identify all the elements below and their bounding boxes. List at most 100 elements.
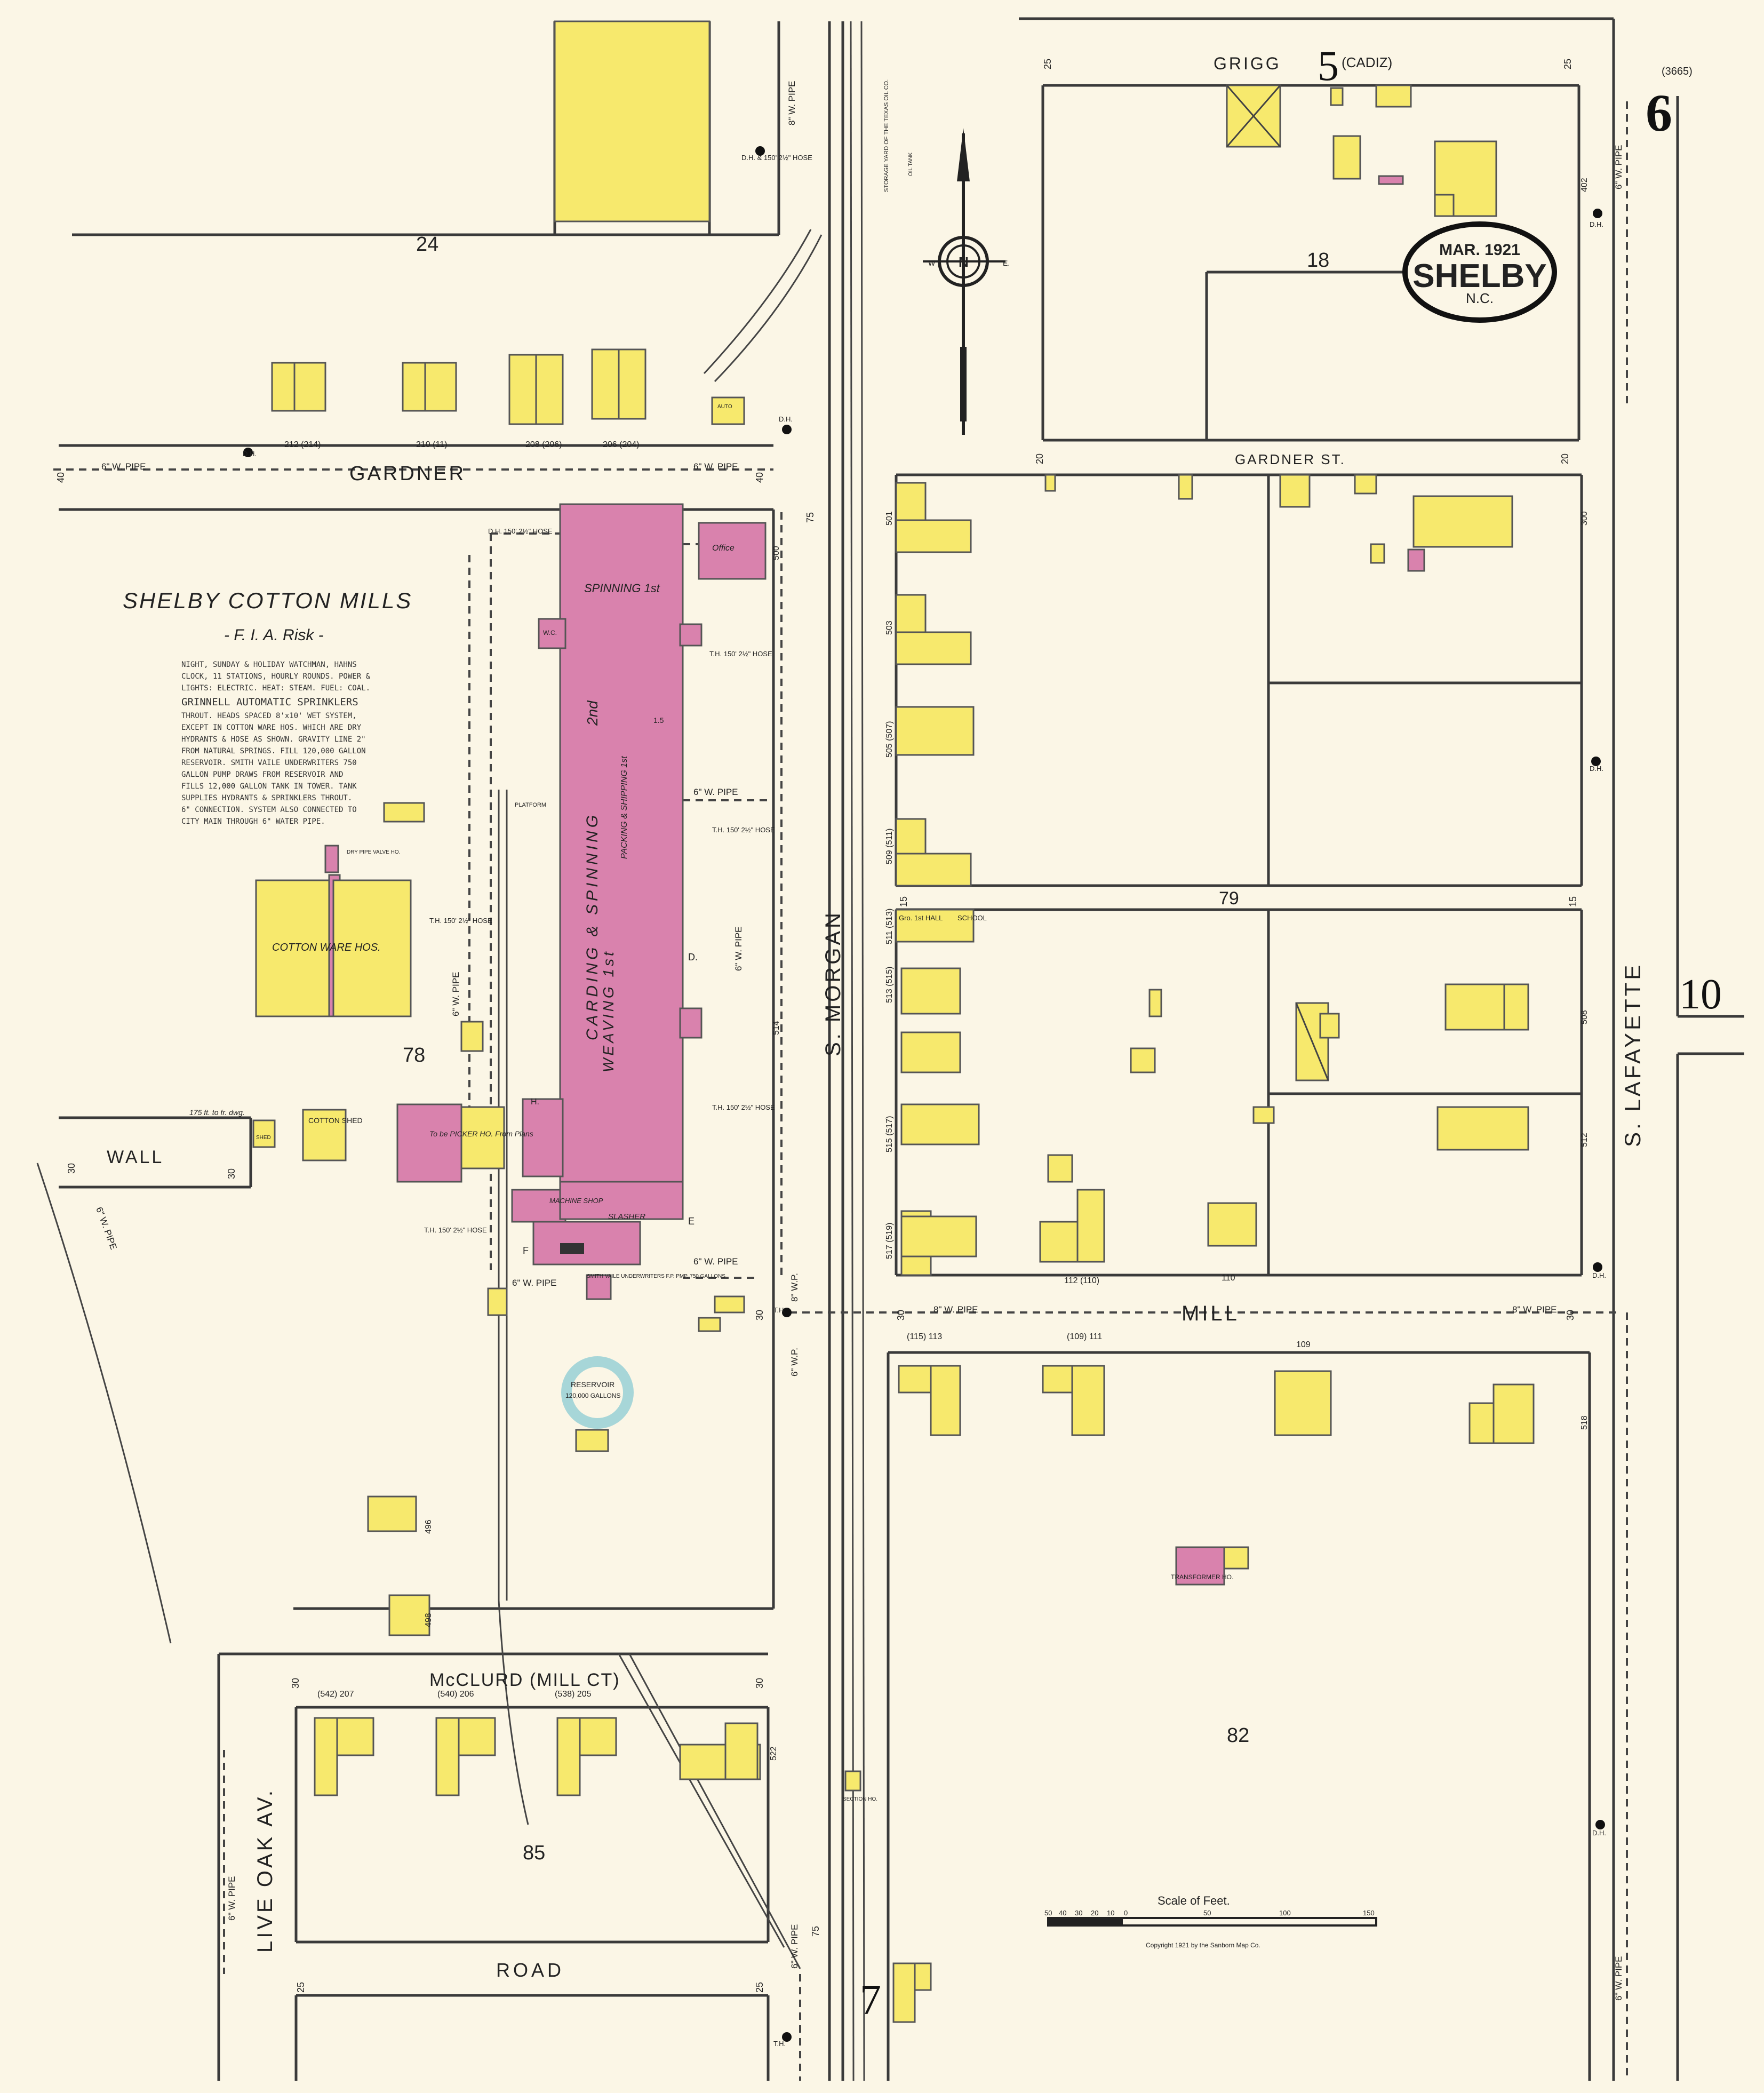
svg-text:0: 0 [1124, 1909, 1128, 1917]
svg-text:D.H. 150' 2½" HOSE: D.H. 150' 2½" HOSE [488, 527, 553, 535]
svg-text:75: 75 [805, 512, 816, 523]
svg-text:6" W. PIPE: 6" W. PIPE [733, 926, 744, 971]
svg-text:30: 30 [754, 1678, 765, 1689]
pipe-labels: 6" W. PIPE 6" W. PIPE 6" W. PIPE 6" W. P… [94, 81, 1624, 2001]
block-number: 18 [1307, 249, 1329, 272]
svg-text:6" W.P.: 6" W.P. [789, 1348, 800, 1376]
svg-text:T.H. 150' 2½" HOSE: T.H. 150' 2½" HOSE [709, 650, 772, 658]
svg-text:(540) 206: (540) 206 [437, 1690, 474, 1699]
svg-text:175 ft. to fr. dwg.: 175 ft. to fr. dwg. [189, 1108, 245, 1117]
svg-text:112 (110): 112 (110) [1064, 1276, 1099, 1285]
svg-text:6" W. PIPE: 6" W. PIPE [101, 461, 146, 472]
svg-text:50: 50 [1203, 1909, 1211, 1917]
street-cadiz: (CADIZ) [1342, 54, 1392, 70]
svg-text:150: 150 [1363, 1909, 1375, 1917]
svg-text:6" W. PIPE: 6" W. PIPE [451, 972, 461, 1016]
svg-text:402: 402 [1580, 178, 1589, 192]
svg-text:8" W.P.: 8" W.P. [789, 1273, 800, 1302]
svg-text:109: 109 [1296, 1340, 1311, 1349]
svg-text:WEAVING 1st: WEAVING 1st [600, 949, 617, 1072]
svg-text:120,000 GALLONS: 120,000 GALLONS [565, 1392, 620, 1399]
svg-text:517 (519): 517 (519) [885, 1223, 894, 1260]
svg-text:SPINNING 1st: SPINNING 1st [584, 582, 660, 595]
svg-text:HYDRANTS & HOSE AS SHOWN. GRAV: HYDRANTS & HOSE AS SHOWN. GRAVITY LINE 2… [181, 735, 366, 744]
svg-text:30: 30 [754, 1310, 765, 1320]
svg-text:MACHINE SHOP: MACHINE SHOP [549, 1197, 603, 1205]
scale-bar [1047, 1917, 1377, 1927]
svg-text:6" W. PIPE: 6" W. PIPE [693, 1256, 738, 1267]
svg-text:D.H.: D.H. [779, 415, 793, 423]
street-widths: 25 25 20 20 30 30 30 30 30 30 30 40 40 1… [55, 59, 1578, 1993]
svg-text:100: 100 [1279, 1909, 1291, 1917]
svg-text:300: 300 [1580, 511, 1589, 526]
mill-labels: SPINNING 1st 2nd CARDING & SPINNING WEAV… [189, 79, 1233, 1802]
map-state: N.C. [1466, 290, 1494, 306]
svg-text:SUPPLIES HYDRANTS & SPRINKLERS: SUPPLIES HYDRANTS & SPRINKLERS THROUT. [181, 794, 352, 802]
svg-text:498: 498 [424, 1613, 433, 1627]
svg-text:206 (204): 206 (204) [603, 440, 640, 449]
compass-rose [923, 128, 1005, 435]
street-gardner: GARDNER [349, 463, 466, 485]
svg-text:THROUT. HEADS SPACED 8'x10' WE: THROUT. HEADS SPACED 8'x10' WET SYSTEM, [181, 712, 357, 720]
compass-n: N [959, 254, 969, 270]
svg-text:NIGHT, SUNDAY & HOLIDAY WATCHM: NIGHT, SUNDAY & HOLIDAY WATCHMAN, HAHNS [181, 660, 357, 669]
adjoining-sheet-top: 5 [1318, 43, 1339, 90]
svg-text:T.H. 150' 2½" HOSE: T.H. 150' 2½" HOSE [429, 917, 492, 925]
svg-text:CITY MAIN THROUGH 6" WATER PIP: CITY MAIN THROUGH 6" WATER PIPE. [181, 817, 325, 826]
block-number: 85 [523, 1842, 545, 1864]
svg-text:T.H. 150' 2½" HOSE: T.H. 150' 2½" HOSE [712, 826, 775, 834]
svg-text:EXCEPT IN COTTON WARE HOS. WHI: EXCEPT IN COTTON WARE HOS. WHICH ARE DRY [181, 723, 362, 732]
svg-text:LIGHTS: ELECTRIC. HEAT: STEAM.: LIGHTS: ELECTRIC. HEAT: STEAM. FUEL: COA… [181, 684, 370, 693]
svg-text:10: 10 [1107, 1909, 1114, 1917]
svg-text:208 (206): 208 (206) [525, 440, 562, 449]
svg-text:509 (511): 509 (511) [885, 829, 894, 864]
hydrant-labels: D.H. & 150' 2½" HOSE D.H. D.H. D.H. D.H.… [243, 154, 1606, 2048]
svg-text:511 (513): 511 (513) [885, 909, 894, 944]
street-mill: MILL [1182, 1302, 1240, 1325]
svg-text:Gro. 1st HALL: Gro. 1st HALL [899, 914, 943, 922]
svg-text:30: 30 [1075, 1909, 1082, 1917]
svg-text:(109) 111: (109) 111 [1067, 1332, 1102, 1341]
dwellings-row-gardner [271, 348, 745, 425]
street-s-lafayette: S. LAFAYETTE [1620, 962, 1645, 1147]
svg-text:40: 40 [1059, 1909, 1066, 1917]
svg-text:501: 501 [885, 511, 894, 526]
svg-text:8" W. PIPE: 8" W. PIPE [787, 81, 797, 125]
svg-text:500: 500 [772, 546, 781, 560]
svg-text:6" W. PIPE: 6" W. PIPE [227, 1876, 237, 1921]
svg-text:30: 30 [896, 1310, 906, 1320]
svg-text:AUTO: AUTO [717, 404, 732, 410]
svg-text:D.: D. [688, 952, 698, 962]
map-city: SHELBY [1412, 258, 1546, 295]
svg-text:8" W. PIPE: 8" W. PIPE [1512, 1304, 1557, 1315]
svg-text:COTTON WARE HOS.: COTTON WARE HOS. [272, 942, 381, 953]
adjoining-sheet-right: 10 [1679, 971, 1722, 1018]
svg-text:6" CONNECTION. SYSTEM ALSO CON: 6" CONNECTION. SYSTEM ALSO CONNECTED TO [181, 806, 357, 814]
svg-text:PLATFORM: PLATFORM [515, 802, 546, 808]
svg-text:513 (515): 513 (515) [885, 967, 894, 1004]
svg-text:508: 508 [1580, 1010, 1589, 1024]
street-wall: WALL [107, 1147, 164, 1167]
svg-text:15: 15 [1568, 896, 1578, 907]
svg-text:210 (11): 210 (11) [416, 440, 447, 449]
svg-text:1.5: 1.5 [653, 716, 664, 725]
svg-text:30: 30 [226, 1168, 237, 1179]
title-badge [1402, 221, 1557, 323]
adjoining-sheet-bottom: 7 [860, 1977, 881, 2024]
svg-text:T.H. 150' 2½" HOSE: T.H. 150' 2½" HOSE [424, 1226, 487, 1234]
svg-text:40: 40 [55, 472, 66, 483]
street-grigg: GRIGG [1214, 54, 1281, 73]
svg-text:RESERVOIR: RESERVOIR [571, 1380, 614, 1389]
svg-text:6" W. PIPE: 6" W. PIPE [789, 1924, 800, 1969]
building-frame [554, 20, 711, 222]
svg-text:SLASHER: SLASHER [608, 1212, 645, 1221]
address-numbers: 212 (214) 210 (11) 208 (206) 206 (204) 5… [284, 178, 1589, 1761]
block79-buildings [895, 474, 1529, 1276]
street-live-oak: LIVE OAK AV. [253, 1788, 277, 1953]
svg-text:Scale of Feet.: Scale of Feet. [1158, 1894, 1230, 1907]
street-s-morgan: S. MORGAN [821, 910, 845, 1056]
svg-text:D.H.: D.H. [1592, 1271, 1606, 1279]
compass-e: E. [1003, 259, 1010, 267]
street-lines [36, 17, 1744, 2081]
